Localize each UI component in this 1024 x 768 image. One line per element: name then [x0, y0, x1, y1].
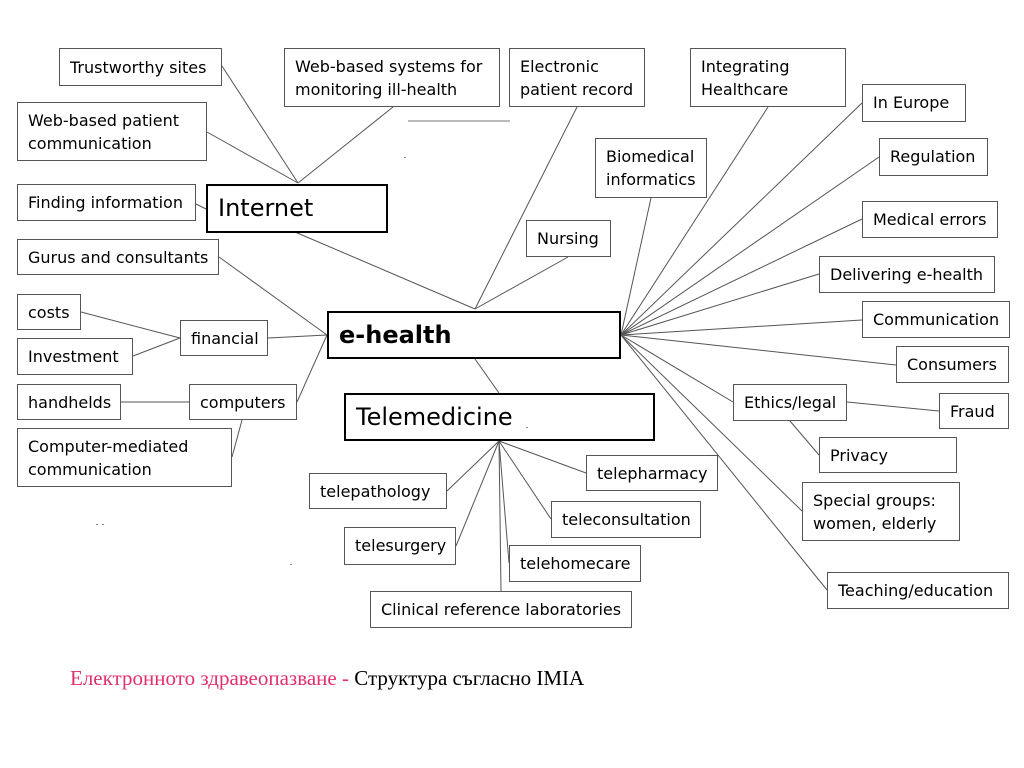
node-consumers: Consumers: [896, 346, 1009, 383]
node-costs: costs: [17, 294, 81, 330]
edge-cmc-computers: [231, 419, 243, 458]
node-finding-information: Finding information: [17, 184, 196, 221]
edge-integrating-ehealth: [620, 106, 769, 336]
node-teleconsultation: teleconsultation: [551, 501, 701, 538]
node-privacy: Privacy: [819, 437, 957, 473]
node-telemedicine: Telemedicine: [344, 393, 655, 441]
speck: [404, 157, 406, 158]
edge-communication-ehealth: [620, 319, 863, 336]
node-telehomecare: telehomecare: [509, 545, 641, 582]
node-ethics-legal: Ethics/legal: [733, 384, 847, 421]
node-computer-mediated-communication: Computer-mediated communication: [17, 428, 232, 487]
node-communication: Communication: [862, 301, 1010, 338]
node-teaching-education: Teaching/education: [827, 572, 1009, 609]
edge-financial-ehealth: [267, 334, 328, 339]
node-medical-errors: Medical errors: [862, 201, 998, 238]
edge-telehomecare-telemedicine: [498, 440, 510, 564]
node-telepharmacy: telepharmacy: [586, 455, 718, 491]
edge-regulation-ehealth: [620, 156, 880, 336]
edge-mederrors-ehealth: [620, 218, 863, 336]
node-financial: financial: [180, 320, 268, 356]
edge-webmonitor-internet: [297, 106, 394, 184]
edge-biomedical-ehealth: [620, 197, 652, 336]
edge-ineurope-ehealth: [620, 102, 863, 336]
edge-teleconsultation-telemedicine: [498, 440, 552, 520]
node-telesurgery: telesurgery: [344, 527, 456, 565]
speck: [290, 564, 292, 565]
edge-clinicalref-telemedicine: [498, 440, 502, 592]
edge-delivering-ehealth: [620, 273, 820, 336]
edge-finding-internet: [195, 203, 207, 210]
node-regulation: Regulation: [879, 138, 988, 176]
node-investment: Investment: [17, 338, 133, 375]
node-internet: Internet: [206, 184, 388, 233]
speck: [96, 524, 98, 525]
node-special-groups: Special groups: women, elderly: [802, 482, 960, 541]
node-electronic-patient-record: Electronic patient record: [509, 48, 645, 107]
node-telepathology: telepathology: [309, 473, 447, 509]
edge-teaching-ehealth: [620, 334, 828, 591]
node-in-europe: In Europe: [862, 84, 966, 122]
edge-costs-financial: [80, 311, 181, 339]
node-integrating-healthcare: Integrating Healthcare: [690, 48, 846, 107]
edge-consumers-ehealth: [620, 334, 897, 366]
edge-investment-financial: [132, 337, 181, 357]
edge-epr-ehealth: [474, 106, 578, 310]
edge-internet-ehealth: [294, 231, 476, 310]
node-delivering-e-health: Delivering e-health: [819, 256, 995, 293]
node-nursing: Nursing: [526, 220, 611, 257]
speck: [102, 524, 104, 525]
diagram-caption: Електронното здравеопазване - Структура …: [70, 666, 584, 691]
node-trustworthy-sites: Trustworthy sites: [59, 48, 222, 86]
edge-gurus-ehealth: [218, 256, 328, 336]
edge-webpatient-internet: [206, 131, 299, 184]
edge-special-ehealth: [620, 334, 803, 512]
edge-trustworthy-internet: [221, 65, 299, 184]
speck: [526, 427, 528, 428]
node-web-based-monitoring: Web-based systems for monitoring ill-hea…: [284, 48, 500, 107]
edge-telepathology-telemedicine: [446, 440, 500, 492]
caption-part-1: Електронното здравеопазване -: [70, 666, 355, 690]
node-web-based-patient-communication: Web-based patient communication: [17, 102, 207, 161]
node-gurus-and-consultants: Gurus and consultants: [17, 239, 219, 275]
edge-telepharmacy-telemedicine: [498, 440, 587, 474]
node-handhelds: handhelds: [17, 384, 121, 420]
edge-telemedicine-ehealth: [474, 358, 500, 394]
node-clinical-reference-laboratories: Clinical reference laboratories: [370, 591, 632, 628]
node-biomedical-informatics: Biomedical informatics: [595, 138, 707, 198]
edge-fraud-ethics: [846, 401, 940, 412]
node-ehealth: e-health: [327, 311, 621, 359]
edge-computers-ehealth: [296, 334, 328, 403]
edge-telesurgery-telemedicine: [455, 440, 500, 547]
caption-part-2: Структура съгласно IMIA: [354, 666, 585, 690]
node-fraud: Fraud: [939, 393, 1009, 429]
node-computers: computers: [189, 384, 297, 420]
edge-nursing-ehealth: [474, 256, 569, 310]
edge-ethics-ehealth: [620, 334, 734, 403]
edge-privacy-ethics: [789, 420, 820, 456]
